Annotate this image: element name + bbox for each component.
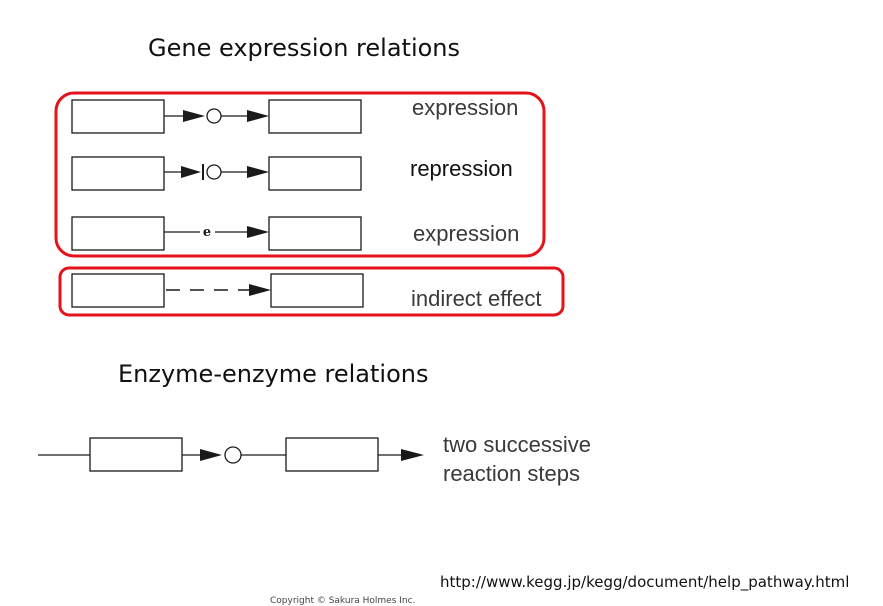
enzyme-relation-row [38, 437, 424, 472]
target-node [268, 99, 362, 134]
arrowhead [181, 166, 201, 178]
compound-circle [206, 108, 222, 124]
source-node [71, 156, 165, 191]
compound-circle [206, 164, 222, 180]
enzyme-label-line1: two successive [443, 432, 591, 457]
expression-e-label: expression [413, 221, 520, 246]
arrowhead [183, 110, 205, 122]
expression-e-relation-row: e [71, 216, 362, 251]
indirect-effect-relation-row [71, 273, 364, 308]
target-node [268, 216, 362, 251]
copyright-footer: Copyright © Sakura Holmes Inc. [270, 596, 416, 606]
expression-relation-row [71, 99, 362, 134]
arrowhead [247, 226, 269, 238]
target-node [270, 273, 364, 308]
expression-marker-letter: e [203, 225, 211, 240]
arrowhead [200, 449, 222, 461]
source-node [71, 216, 165, 251]
enzyme-relations-title: Enzyme-enzyme relations [118, 360, 429, 388]
arrowhead [401, 449, 424, 461]
arrowhead [249, 284, 271, 296]
enzyme-node-2 [285, 437, 379, 472]
indirect-effect-label: indirect effect [411, 286, 542, 311]
indirect-effect-highlight-box [58, 266, 565, 317]
repression-label: repression [410, 156, 513, 181]
compound-circle [224, 446, 242, 464]
enzyme-node-1 [89, 437, 183, 472]
arrowhead [247, 110, 269, 122]
gene-relations-highlight-box [54, 91, 546, 258]
enzyme-label-line2: reaction steps [443, 461, 580, 486]
gene-expression-title: Gene expression relations [148, 34, 461, 62]
source-url: http://www.kegg.jp/kegg/document/help_pa… [440, 573, 850, 591]
expression-label: expression [412, 95, 519, 120]
target-node [268, 156, 362, 191]
arrowhead [247, 166, 269, 178]
repression-relation-row [71, 156, 362, 191]
source-node [71, 99, 165, 134]
source-node [71, 273, 165, 308]
